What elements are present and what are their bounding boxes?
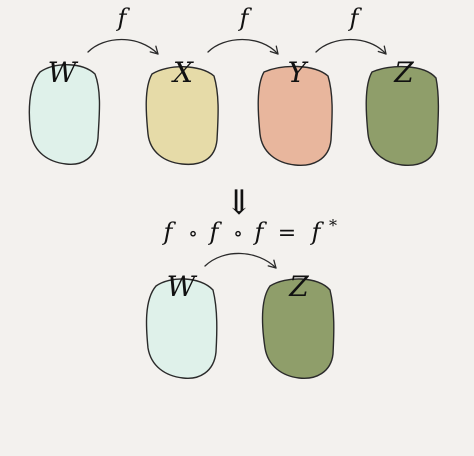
set-w-top: W [28,56,101,165]
set-z-top-label: Z [393,56,414,89]
set-w-bottom: W [145,270,218,379]
equation-rhs-superscript: * [329,216,337,235]
set-x-top-label: X [171,56,194,89]
equation-f3: f [253,218,268,246]
set-z-top: Z [365,56,440,167]
arrow-x-to-y-curve [207,38,279,55]
equation-rhs: f [310,218,325,246]
set-w-bottom-label: W [167,270,198,303]
equation-f2: f [208,218,223,246]
set-x-top-blob [145,66,219,166]
set-z-top-blob [365,65,440,167]
set-z-bottom: Z [261,270,335,379]
set-w-bottom-blob [145,278,218,379]
arrow-y-to-z-curve [315,38,387,55]
arrow-x-to-y-label: f [238,4,253,32]
set-w-top-label: W [48,56,79,89]
arrow-w-to-z [204,252,277,269]
set-y-top-label: Y [288,56,309,89]
set-y-top-blob [257,65,333,167]
arrow-y-to-z-label: f [348,4,363,32]
set-y-top: Y [257,56,333,167]
set-x-top: X [145,56,219,166]
set-w-top-blob [28,64,101,165]
equation-compose-op-1: ∘ [188,221,198,245]
arrow-y-to-z: f [315,4,387,55]
equation-compose-op-2: ∘ [233,221,243,245]
set-z-bottom-label: Z [288,270,309,303]
arrow-x-to-y: f [207,4,279,55]
equation-equals: = [278,221,296,246]
arrow-w-to-x-label: f [116,4,131,32]
set-z-bottom-blob [261,278,335,379]
equation-f1: f [162,218,177,246]
arrow-w-to-x-curve [87,38,159,55]
arrow-w-to-x: f [87,4,159,55]
arrow-w-to-z-curve [204,252,277,269]
implies-arrow: ⇓ [225,183,254,223]
